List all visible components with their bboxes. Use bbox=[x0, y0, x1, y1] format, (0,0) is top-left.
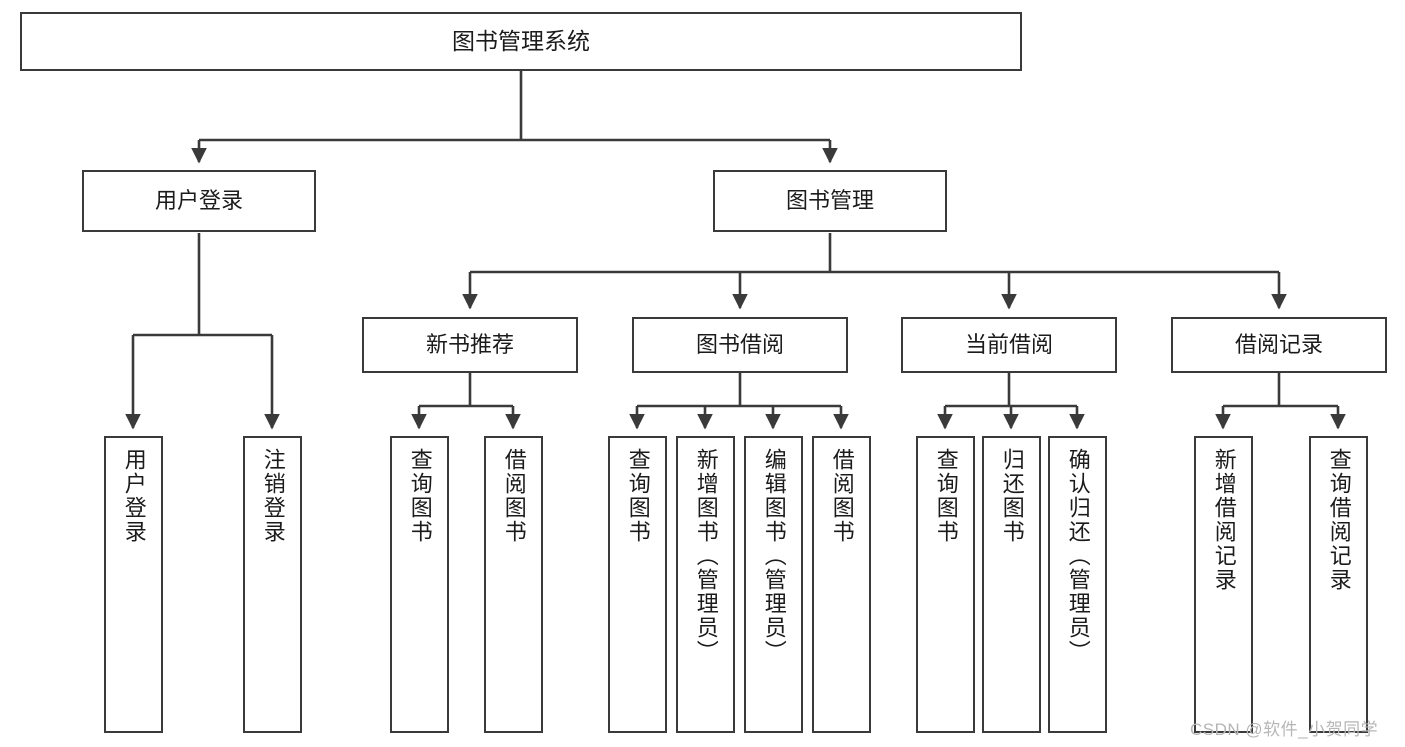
leaf-book-borrow-add[interactable]: 新增图书（管理员） bbox=[676, 436, 735, 733]
leaf-label: 用户登录 bbox=[121, 448, 147, 544]
leaf-user-login-logout[interactable]: 注销登录 bbox=[243, 436, 302, 733]
node-borrow-record[interactable]: 借阅记录 bbox=[1171, 317, 1387, 373]
leaf-borrow-record-add[interactable]: 新增借阅记录 bbox=[1194, 436, 1253, 733]
leaf-book-borrow-edit[interactable]: 编辑图书（管理员） bbox=[744, 436, 803, 733]
leaf-user-login-login[interactable]: 用户登录 bbox=[104, 436, 163, 733]
node-root[interactable]: 图书管理系统 bbox=[20, 12, 1022, 71]
node-user-login[interactable]: 用户登录 bbox=[82, 170, 316, 232]
leaf-current-borrow-query[interactable]: 查询图书 bbox=[916, 436, 975, 733]
node-root-label: 图书管理系统 bbox=[452, 28, 590, 55]
node-user-login-label: 用户登录 bbox=[154, 187, 243, 213]
node-current-borrow-label: 当前借阅 bbox=[964, 331, 1053, 357]
leaf-label: 新增借阅记录 bbox=[1211, 448, 1237, 592]
leaf-book-borrow-query[interactable]: 查询图书 bbox=[608, 436, 667, 733]
node-new-book-label: 新书推荐 bbox=[425, 331, 514, 357]
leaf-label: 借阅图书 bbox=[829, 448, 855, 544]
node-new-book[interactable]: 新书推荐 bbox=[362, 317, 578, 373]
leaf-book-borrow-borrow[interactable]: 借阅图书 bbox=[812, 436, 871, 733]
leaf-new-book-query[interactable]: 查询图书 bbox=[390, 436, 449, 733]
leaf-label: 注销登录 bbox=[260, 448, 286, 544]
node-book-borrow-label: 图书借阅 bbox=[695, 331, 784, 357]
leaf-label: 借阅图书 bbox=[501, 448, 527, 544]
leaf-label: 查询借阅记录 bbox=[1326, 448, 1352, 592]
leaf-label: 确认归还（管理员） bbox=[1065, 448, 1091, 664]
node-current-borrow[interactable]: 当前借阅 bbox=[901, 317, 1117, 373]
node-book-borrow[interactable]: 图书借阅 bbox=[632, 317, 848, 373]
leaf-label: 新增图书（管理员） bbox=[693, 448, 719, 664]
node-book-manage[interactable]: 图书管理 bbox=[713, 170, 947, 232]
leaf-current-borrow-return[interactable]: 归还图书 bbox=[982, 436, 1041, 733]
leaf-label: 查询图书 bbox=[933, 448, 959, 544]
leaf-label: 查询图书 bbox=[625, 448, 651, 544]
node-book-manage-label: 图书管理 bbox=[785, 187, 874, 213]
leaf-borrow-record-query[interactable]: 查询借阅记录 bbox=[1309, 436, 1368, 733]
leaf-current-borrow-confirm[interactable]: 确认归还（管理员） bbox=[1048, 436, 1107, 733]
leaf-new-book-borrow[interactable]: 借阅图书 bbox=[484, 436, 543, 733]
leaf-label: 编辑图书（管理员） bbox=[761, 448, 787, 664]
leaf-label: 查询图书 bbox=[407, 448, 433, 544]
leaf-label: 归还图书 bbox=[999, 448, 1025, 544]
node-borrow-record-label: 借阅记录 bbox=[1234, 331, 1323, 357]
